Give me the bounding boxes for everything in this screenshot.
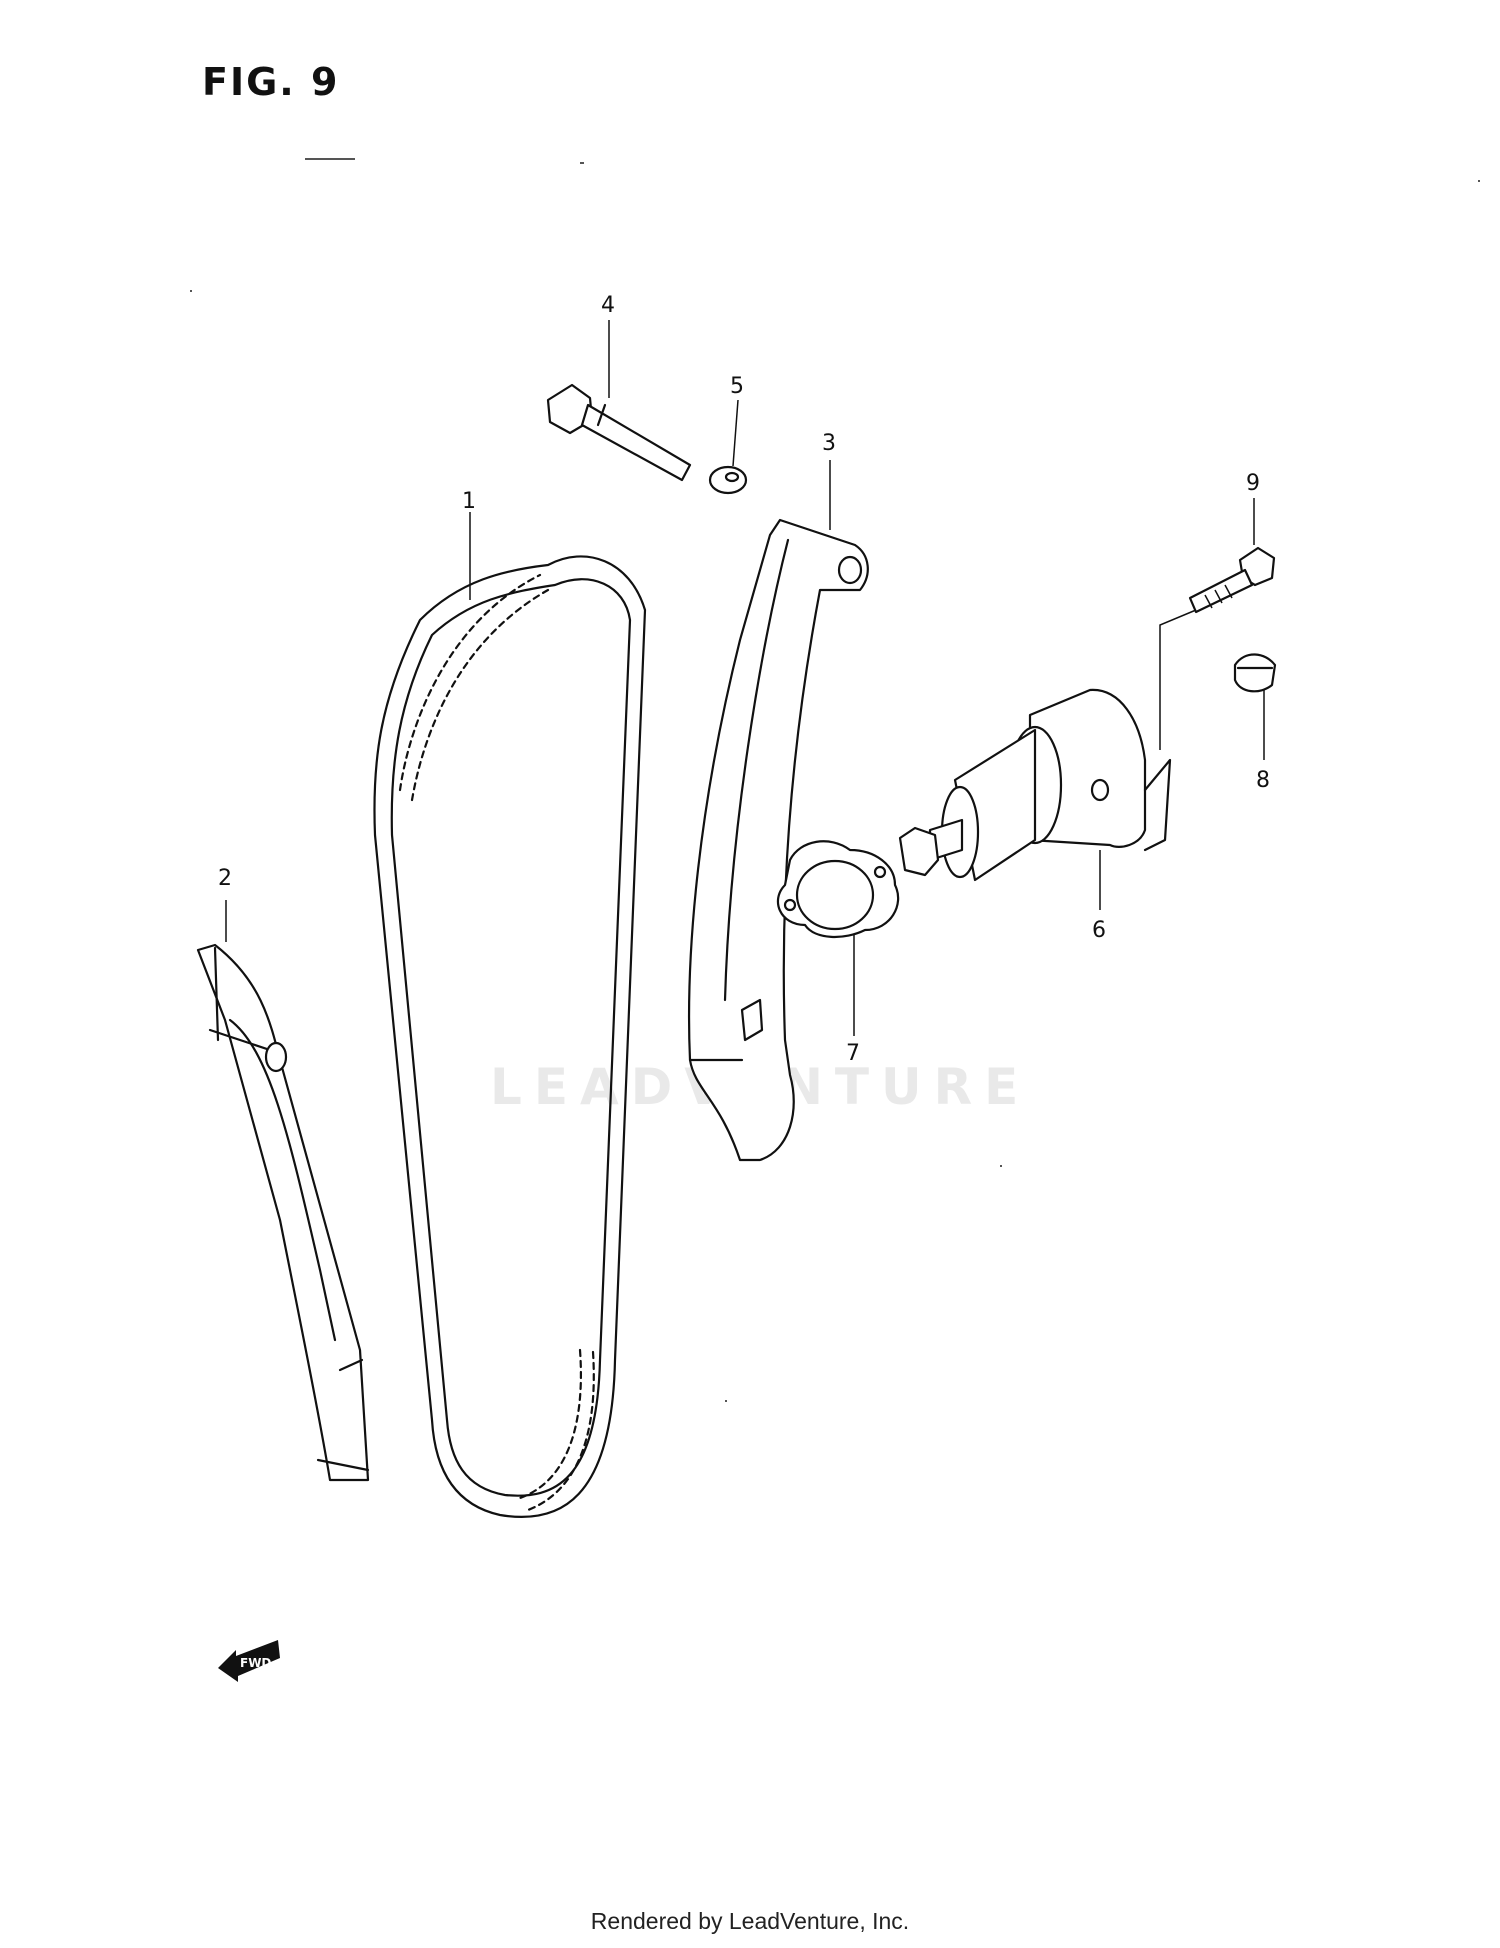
forward-arrow-icon: FWD bbox=[218, 1640, 280, 1682]
pivot-bolt[interactable] bbox=[546, 383, 692, 482]
callout-3: 3 bbox=[822, 431, 836, 456]
cap-bolt[interactable] bbox=[1233, 653, 1277, 693]
callout-6: 6 bbox=[1092, 918, 1106, 943]
footer-credit: Rendered by LeadVenture, Inc. bbox=[590, 1908, 910, 1934]
cam-chain[interactable] bbox=[373, 555, 647, 1519]
washer[interactable] bbox=[708, 465, 748, 495]
gasket[interactable] bbox=[776, 840, 900, 939]
chain-guide-front[interactable] bbox=[196, 943, 370, 1482]
scan-specks bbox=[190, 158, 1480, 1402]
tension-adjuster[interactable] bbox=[898, 688, 1172, 882]
forward-label: FWD bbox=[240, 1656, 271, 1670]
leader-lines bbox=[225, 320, 1265, 1036]
callout-1: 1 bbox=[462, 489, 476, 514]
callout-7: 7 bbox=[846, 1041, 860, 1066]
callout-9: 9 bbox=[1246, 471, 1260, 496]
callout-5: 5 bbox=[730, 374, 744, 399]
chain-tensioner-arm[interactable] bbox=[687, 518, 869, 1162]
adjuster-bolt[interactable] bbox=[1188, 546, 1276, 614]
callout-8: 8 bbox=[1256, 768, 1270, 793]
figure-title: FIG. 9 bbox=[202, 60, 340, 104]
callout-4: 4 bbox=[601, 293, 615, 318]
callout-labels: 1 2 3 4 5 6 7 8 9 bbox=[218, 293, 1270, 1066]
callout-2: 2 bbox=[218, 866, 232, 891]
